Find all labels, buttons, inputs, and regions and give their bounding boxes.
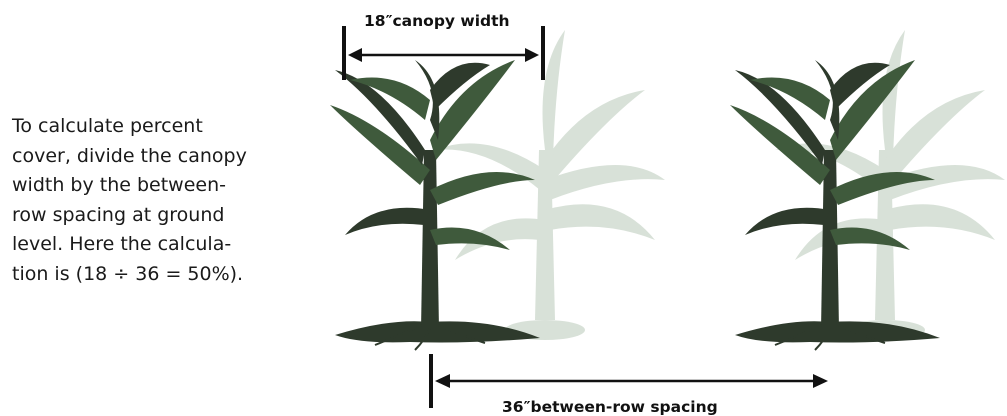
canopy-width-double-arrow-icon xyxy=(344,26,543,80)
canopy-width-label: 18″canopy width xyxy=(364,12,510,30)
ghost-corn-plant-icon xyxy=(435,30,1005,340)
row-spacing-label: 36″between-row spacing xyxy=(502,398,718,416)
corn-plant-icon xyxy=(730,60,940,350)
corn-plant-icon xyxy=(330,60,540,350)
